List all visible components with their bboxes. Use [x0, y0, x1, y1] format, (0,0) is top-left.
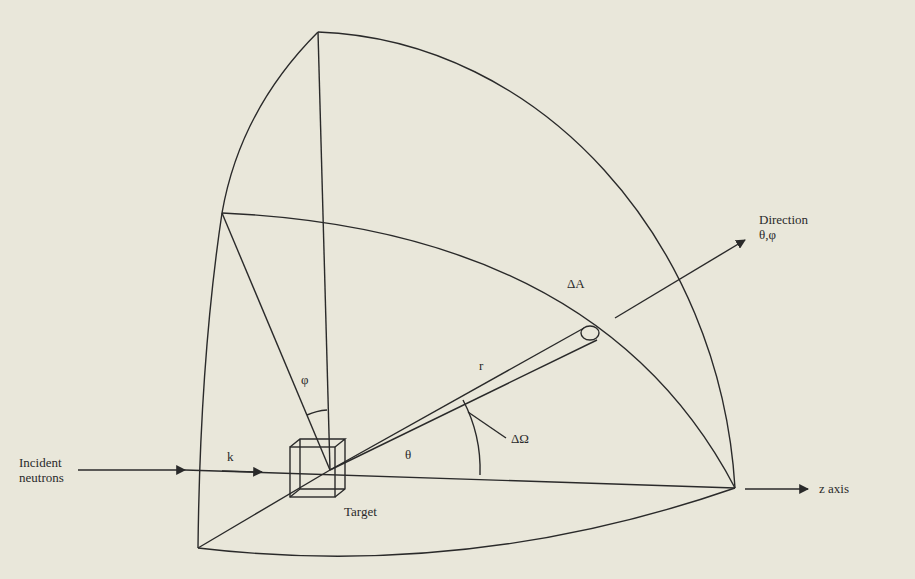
z-axis-arrow [745, 488, 808, 489]
leader-line [468, 412, 506, 438]
angle-label: θ [404, 447, 412, 462]
cone-line [330, 328, 584, 470]
distance-label: r [478, 358, 484, 373]
beam-label: Incident neutrons [18, 455, 78, 485]
solid-angle-label: ΔΩ [510, 431, 530, 446]
base-line [198, 470, 330, 548]
beam-axis [185, 470, 735, 488]
sphere-outer-arc [318, 32, 735, 488]
area-label: ΔA [566, 276, 586, 291]
vertical-axis [318, 32, 330, 470]
target-cube [290, 439, 345, 497]
direction-arrow [615, 240, 745, 318]
direction-label: Direction θ,φ [758, 212, 820, 242]
area-element [581, 326, 599, 340]
incident-arrow [72, 469, 185, 470]
theta-arc [463, 400, 480, 475]
azimuth-line [222, 213, 330, 470]
k-arrow [222, 471, 262, 472]
cone-line [330, 340, 597, 470]
phi-arc [307, 410, 327, 415]
wavevector-label: k [226, 449, 235, 464]
sphere-bottom-arc [198, 488, 735, 556]
angle-label: φ [300, 372, 310, 387]
target-label: Target [343, 504, 378, 519]
axis-label: z axis [818, 481, 850, 496]
